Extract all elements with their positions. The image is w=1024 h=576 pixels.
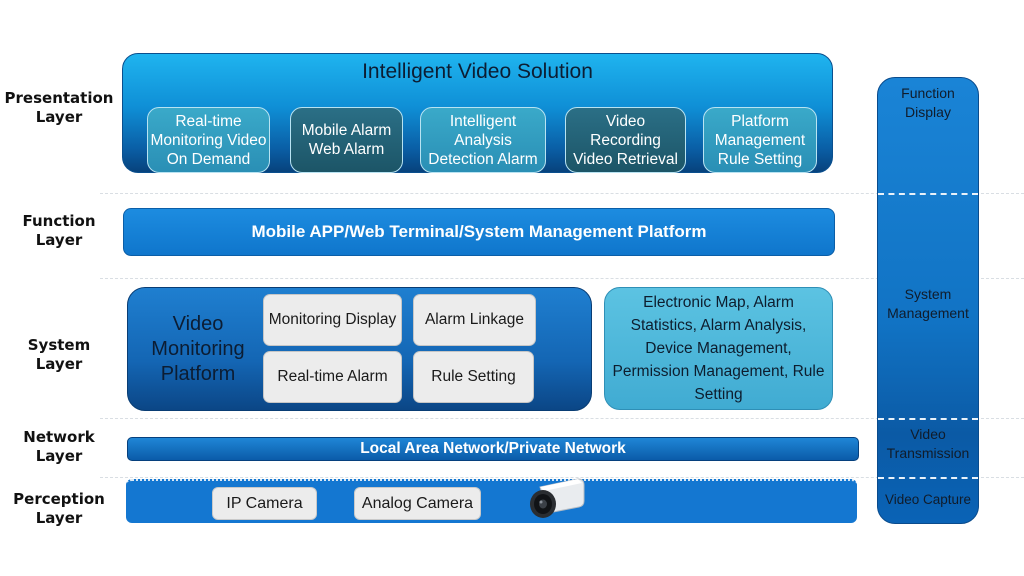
side-section-video-transmission: Video Transmission — [886, 426, 970, 461]
bullet-camera-icon — [530, 478, 585, 518]
presentation-box: Mobile Alarm Web Alarm — [290, 107, 403, 173]
presentation-panel: Intelligent Video Solution Real-time Mon… — [122, 53, 833, 173]
management-features-panel: Electronic Map, Alarm Statistics, Alarm … — [604, 287, 833, 410]
side-divider — [878, 418, 978, 420]
side-section-system-management: System Management — [887, 286, 969, 321]
presentation-title: Intelligent Video Solution — [362, 60, 593, 83]
perception-bar: IP Camera Analog Camera — [126, 478, 857, 523]
system-box: Real-time Alarm — [263, 351, 402, 403]
system-box: Alarm Linkage — [413, 294, 536, 346]
analog-camera-box: Analog Camera — [354, 487, 481, 520]
side-divider — [878, 193, 978, 195]
system-box: Rule Setting — [413, 351, 534, 403]
presentation-box: Real-time Monitoring Video On Demand — [147, 107, 270, 173]
system-box: Monitoring Display — [263, 294, 402, 346]
side-divider — [878, 477, 978, 479]
platform-title: Video Monitoring Platform — [151, 313, 245, 385]
side-function-column: Function Display System Management Video… — [877, 77, 979, 524]
layer-divider — [100, 278, 1024, 279]
layer-divider — [100, 418, 1024, 419]
video-monitoring-platform-panel: Video Monitoring Platform Monitoring Dis… — [127, 287, 592, 411]
side-section-video-capture: Video Capture — [884, 492, 972, 507]
layer-divider — [100, 193, 1024, 194]
network-bar: Local Area Network/Private Network — [127, 437, 859, 461]
side-section-function-display: Function Display — [901, 85, 955, 120]
ip-camera-box: IP Camera — [212, 487, 317, 520]
function-bar: Mobile APP/Web Terminal/System Managemen… — [123, 208, 835, 256]
presentation-box: Intelligent Analysis Detection Alarm — [420, 107, 546, 173]
presentation-box: Video Recording Video Retrieval — [565, 107, 686, 173]
presentation-box: Platform Management Rule Setting — [703, 107, 817, 173]
layer-divider — [100, 477, 1024, 478]
